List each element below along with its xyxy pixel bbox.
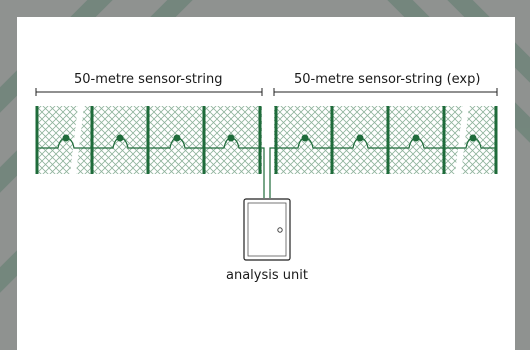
diagram-panel: [17, 17, 515, 350]
cabinet-icon: [243, 198, 291, 261]
analysis-unit-label: analysis unit: [226, 268, 308, 283]
string-label-left: 50-metre sensor-string: [74, 72, 223, 87]
fence-break-marks: [70, 106, 469, 174]
sensor-node: [412, 134, 420, 142]
sensor-node: [469, 134, 477, 142]
string-label-right: 50-metre sensor-string (exp): [294, 72, 481, 87]
dimension-line-right: [273, 88, 498, 96]
unit-leads: [258, 147, 278, 198]
sensor-node: [356, 134, 364, 142]
fence-posts: [35, 106, 498, 174]
sensor-node: [227, 134, 235, 142]
sensor-node: [301, 134, 309, 142]
sensor-node: [62, 134, 70, 142]
sensor-node: [116, 134, 124, 142]
sensor-node: [173, 134, 181, 142]
dimension-line-left: [35, 88, 263, 96]
